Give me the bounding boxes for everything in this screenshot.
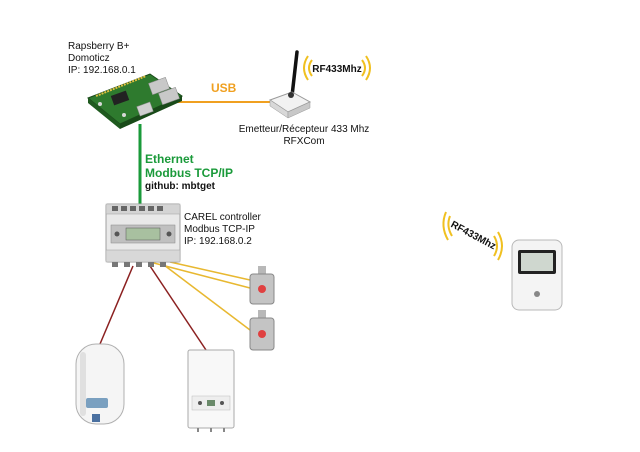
- carel-label-line3: IP: 192.168.0.2: [184, 236, 252, 247]
- raspberry-pi-board-icon: [87, 73, 184, 129]
- probe-wire-3: [169, 261, 251, 281]
- boiler-icon: [187, 349, 235, 432]
- github-label: github: mbtget: [145, 181, 215, 192]
- wireless-weather-sensor-icon: [511, 239, 563, 311]
- ethernet-label-line1: Ethernet: [145, 152, 194, 166]
- probe-wire-2: [159, 261, 251, 331]
- rf433-badge-sensor: RF433Mhz: [442, 211, 503, 261]
- power-wire-heater: [99, 265, 134, 345]
- carel-controller-icon: [105, 203, 181, 267]
- rfxcom-transceiver-icon: [268, 50, 312, 119]
- carel-label-line1: CAREL controller: [184, 212, 261, 223]
- rf433-badge-rfxcom-text: RF433Mhz: [312, 64, 361, 75]
- carel-label: CAREL controller Modbus TCP-IP IP: 192.1…: [184, 212, 261, 248]
- rfxcom-label: Emetteur/Récepteur 433 Mhz RFXCom: [236, 124, 372, 148]
- ethernet-label-line2: Modbus TCP/IP: [145, 166, 233, 180]
- temperature-probe-icon: [249, 310, 275, 351]
- usb-label: USB: [211, 81, 237, 95]
- carel-label-line2: Modbus TCP-IP: [184, 224, 255, 235]
- temperature-probe-icon: [249, 266, 275, 305]
- rfxcom-label-line1: Emetteur/Récepteur 433 Mhz: [238, 124, 370, 135]
- ethernet-label: Ethernet Modbus TCP/IP: [145, 152, 233, 180]
- water-heater-icon: [75, 343, 125, 425]
- power-wire-boiler: [149, 265, 211, 357]
- rfxcom-label-line2: RFXCom: [283, 136, 325, 147]
- raspberry-label: Rapsberry B+ Domoticz IP: 192.168.0.1: [68, 41, 136, 77]
- rf433-badge-rfxcom: RF433Mhz: [303, 55, 371, 81]
- raspberry-label-line3: IP: 192.168.0.1: [68, 65, 136, 76]
- raspberry-label-line1: Rapsberry B+: [68, 41, 130, 52]
- raspberry-label-line2: Domoticz: [68, 53, 110, 64]
- rf433-badge-sensor-text: RF433Mhz: [449, 219, 498, 252]
